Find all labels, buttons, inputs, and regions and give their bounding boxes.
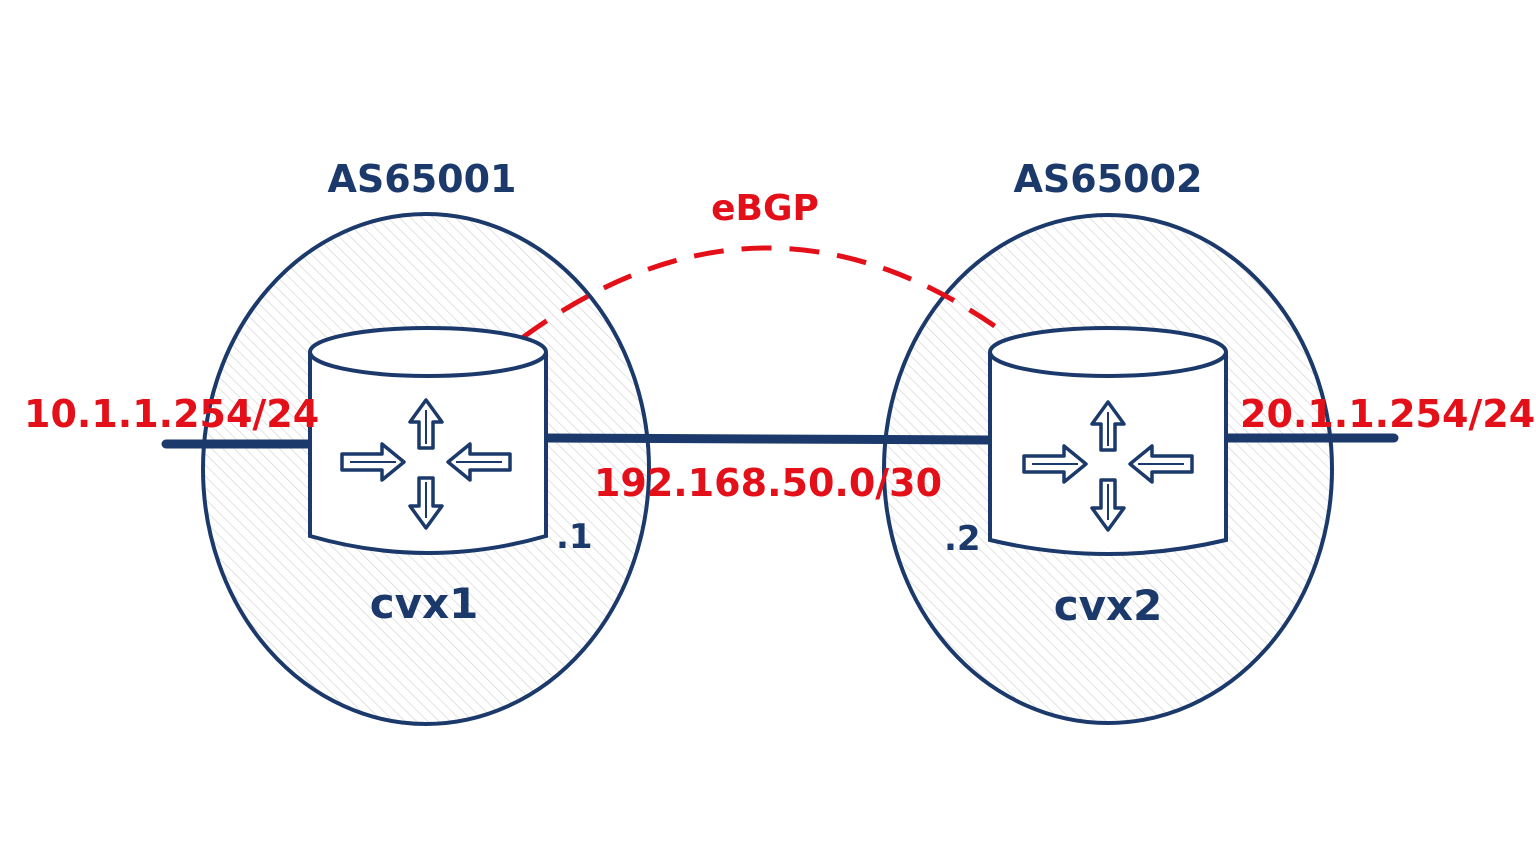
p2p-subnet-label: 192.168.50.0/30 [594, 461, 942, 505]
router-cvx1[interactable] [308, 326, 548, 555]
lan-label-right: 20.1.1.254/24 [1240, 392, 1535, 436]
iface-suffix-left: .1 [556, 517, 593, 557]
router-name-left: cvx1 [370, 579, 479, 628]
iface-suffix-right: .2 [944, 519, 981, 559]
as-label-left: AS65001 [328, 157, 517, 201]
ebgp-session-arc [520, 245, 1008, 341]
p2p-link [541, 433, 995, 445]
router-cvx2[interactable] [988, 326, 1228, 556]
router-name-right: cvx2 [1054, 581, 1163, 630]
ebgp-label: eBGP [711, 188, 819, 229]
lan-label-left: 10.1.1.254/24 [24, 392, 319, 436]
as-label-right: AS65002 [1014, 157, 1203, 201]
